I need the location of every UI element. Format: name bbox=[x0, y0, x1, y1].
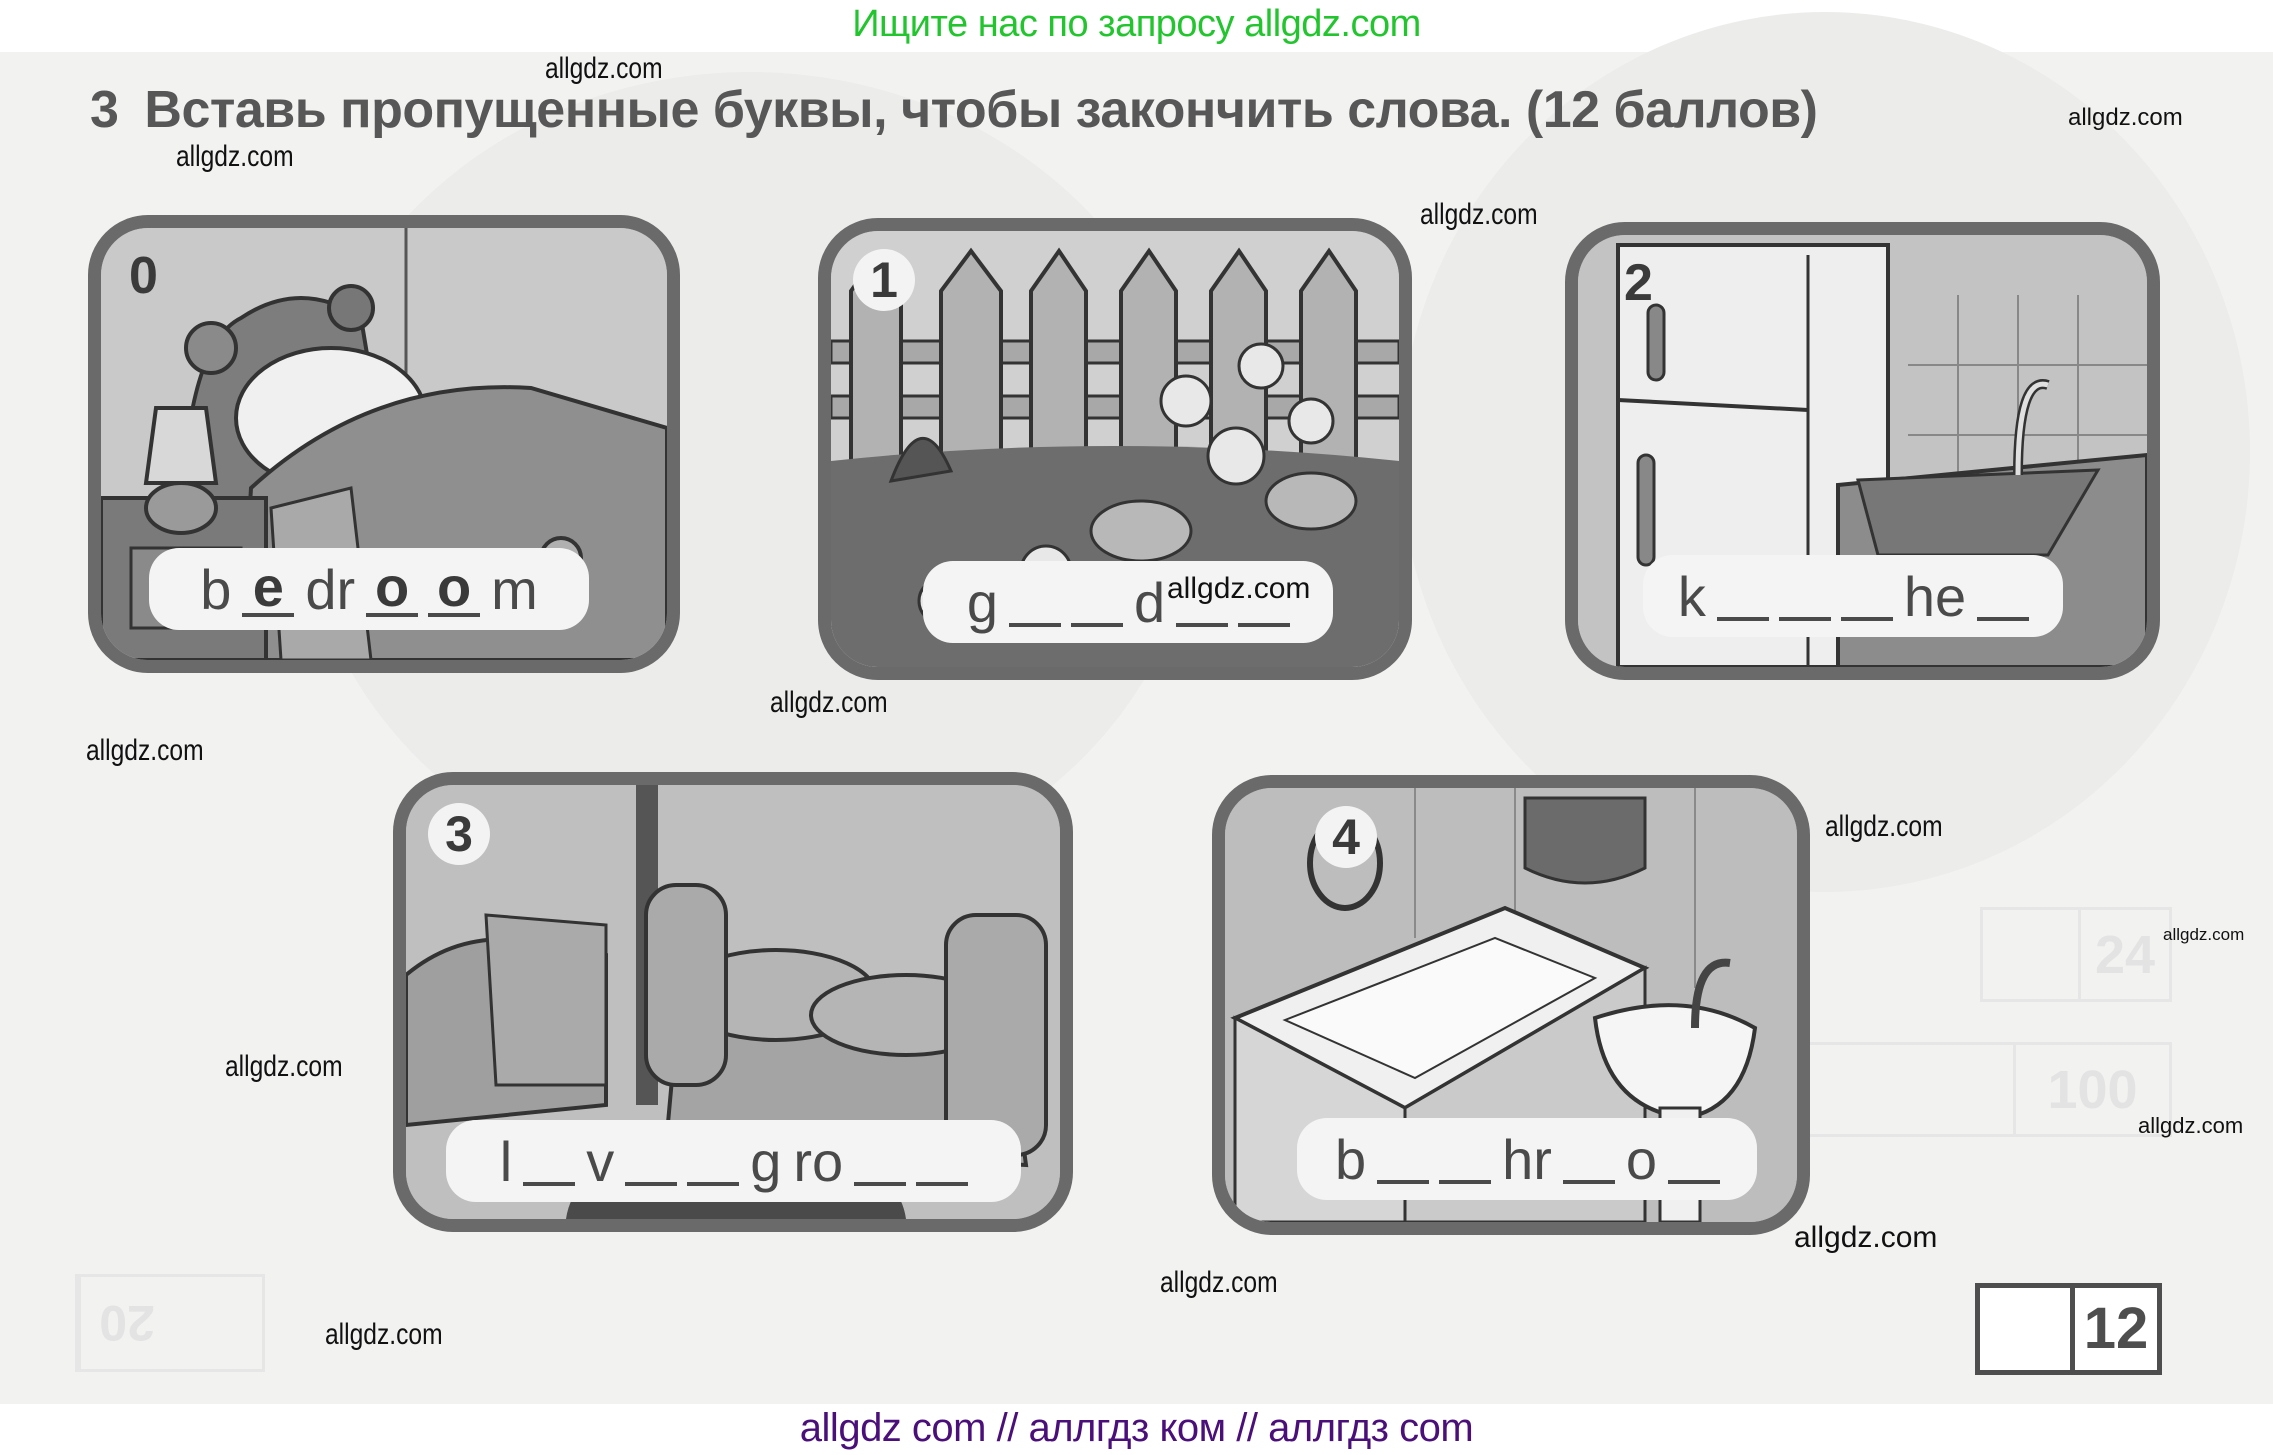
blank-letter-input[interactable] bbox=[854, 1136, 907, 1186]
blank-letter-input[interactable] bbox=[916, 1136, 969, 1186]
blank-letter-input[interactable] bbox=[1840, 571, 1893, 621]
word-box-kitchen: k he bbox=[1643, 555, 2063, 637]
filled-letter: o bbox=[366, 559, 419, 617]
watermark-text: allgdz.com bbox=[325, 1318, 443, 1351]
score-earned-field[interactable] bbox=[1980, 1288, 2075, 1370]
card-number-3: 3 bbox=[428, 803, 490, 865]
word-box-living-room: l v g ro bbox=[446, 1120, 1021, 1202]
word-box-bedroom: b e dr o o m bbox=[149, 548, 589, 630]
blank-letter-input[interactable] bbox=[1716, 571, 1769, 621]
card-number-4: 4 bbox=[1315, 806, 1377, 868]
watermark-text: allgdz.com bbox=[1160, 1266, 1278, 1299]
word-box-bathroom: b hr o bbox=[1297, 1118, 1757, 1200]
faded-score-box-100: 100 bbox=[1800, 1042, 2172, 1137]
footer-links: allgdz com // аллгдз ком // аллгдз com bbox=[0, 1404, 2273, 1455]
blank-letter-input[interactable] bbox=[687, 1136, 740, 1186]
watermark-text: allgdz.com bbox=[770, 686, 888, 719]
picture-card-4-bathroom: 4 b hr o bbox=[1212, 775, 1810, 1235]
blank-letter-input[interactable] bbox=[1071, 577, 1123, 627]
watermark-text: allgdz.com bbox=[545, 52, 663, 85]
watermark-text: allgdz.com bbox=[176, 140, 294, 173]
watermark-text: allgdz.com bbox=[86, 734, 204, 767]
blank-letter-input[interactable] bbox=[625, 1136, 678, 1186]
watermark-text: allgdz.com bbox=[1420, 198, 1538, 231]
card-number-0: 0 bbox=[129, 247, 158, 305]
blank-letter-input[interactable] bbox=[1562, 1134, 1615, 1184]
search-banner: Ищите нас по запросу allgdz.com bbox=[852, 3, 1421, 45]
word-box-garden: g d bbox=[923, 561, 1333, 643]
picture-card-1-garden: 1 g d bbox=[818, 218, 1412, 680]
blank-letter-input[interactable] bbox=[1009, 577, 1061, 627]
blank-letter-input[interactable] bbox=[1778, 571, 1831, 621]
picture-card-3-living-room: 3 l v g ro bbox=[393, 772, 1073, 1232]
exercise-number: 3 bbox=[90, 81, 119, 139]
watermark-text: allgdz.com bbox=[2138, 1113, 2244, 1138]
watermark-text: allgdz.com bbox=[1825, 810, 1943, 843]
faded-score-box-20: 20 bbox=[75, 1274, 265, 1372]
blank-letter-input[interactable] bbox=[1668, 1134, 1721, 1184]
blank-letter-input[interactable] bbox=[1977, 571, 2030, 621]
exercise-instruction: Вставь пропущенные буквы, чтобы закончит… bbox=[144, 81, 1818, 139]
watermark-text: allgdz.com bbox=[2068, 104, 2183, 131]
blank-letter-input[interactable] bbox=[1439, 1134, 1492, 1184]
watermark-text: allgdz.com bbox=[1794, 1221, 1938, 1254]
blank-letter-input[interactable] bbox=[1377, 1134, 1430, 1184]
card-number-2: 2 bbox=[1624, 254, 1653, 312]
card-number-1: 1 bbox=[853, 249, 915, 311]
watermark-text: allgdz.com bbox=[2163, 925, 2245, 944]
score-max: 12 bbox=[2083, 1296, 2149, 1361]
filled-letter: e bbox=[242, 559, 295, 617]
filled-letter: o bbox=[428, 559, 481, 617]
blank-letter-input[interactable] bbox=[523, 1136, 576, 1186]
picture-card-0-bedroom: 0 b e dr o o m bbox=[88, 215, 680, 673]
picture-card-2-kitchen: 2 k he bbox=[1565, 222, 2160, 680]
score-box: 12 bbox=[1975, 1283, 2162, 1375]
blank-letter-input[interactable] bbox=[1238, 577, 1291, 627]
watermark-text: allgdz.com bbox=[1167, 572, 1311, 605]
exercise-title: 3 Вставь пропущенные буквы, чтобы закончи… bbox=[90, 80, 1818, 140]
blank-letter-input[interactable] bbox=[1176, 577, 1229, 627]
watermark-text: allgdz.com bbox=[225, 1050, 343, 1083]
faded-score-box-24: 24 bbox=[1980, 907, 2172, 1002]
